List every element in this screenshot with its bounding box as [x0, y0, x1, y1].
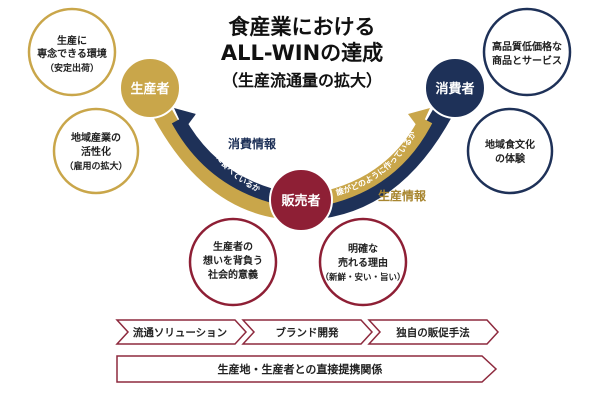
producer-benefit-1-sub: （安定出荷） — [45, 62, 99, 74]
chevron-1 — [115, 319, 248, 345]
consumer-node — [424, 57, 486, 119]
direct-partnership-bar — [116, 355, 498, 383]
producer-benefit-2-sub: （雇用の拡大） — [64, 160, 127, 172]
seller-label: 販売者 — [281, 193, 320, 209]
consumer-benefit-2-line-1: 地域食文化 — [485, 138, 535, 151]
chevron-3-label: 独自の販促手法 — [395, 326, 470, 339]
consumer-info-label: 消費情報 — [228, 136, 277, 151]
seller-benefit-circle-1 — [188, 217, 278, 307]
producer-node — [119, 57, 181, 119]
chevron-2 — [241, 319, 374, 345]
consumer-benefit-circle-1 — [482, 7, 572, 97]
seller-benefit-1-line-2: 想いを背負う — [202, 254, 263, 267]
seller-benefit-1-line-3: 社会的意義 — [207, 268, 258, 281]
producer-info-label: 生産情報 — [378, 188, 427, 203]
seller-benefit-1-line-1: 生産者の — [213, 240, 253, 253]
seller-node — [269, 168, 333, 232]
consumer-benefit-2-line-2: の体験 — [495, 152, 526, 165]
producer-benefit-1-line-2: 専念できる環境 — [37, 47, 107, 60]
title-line-3: （生産流通量の拡大） — [222, 71, 382, 90]
title-line-1: 食産業における — [229, 15, 376, 39]
chevron-2-label: ブランド開発 — [276, 326, 339, 339]
producer-label: 生産者 — [130, 81, 169, 97]
direct-partnership-label: 生産地・生産者との直接提携関係 — [218, 362, 383, 376]
chevron-3 — [367, 319, 500, 345]
seller-benefit-circle-2 — [318, 217, 408, 307]
seller-benefit-2-line-2: 売れる理由 — [338, 256, 388, 269]
seller-benefit-2-sub: （新鮮・安い・旨い） — [320, 272, 405, 283]
chevron-1-label: 流通ソリューション — [133, 326, 227, 339]
title-line-2: ALL-WINの達成 — [221, 41, 383, 65]
producer-info-arrow — [314, 116, 433, 207]
producer-benefit-circle-1 — [27, 7, 117, 97]
seller-benefit-2-line-1: 明確な — [348, 242, 378, 255]
producer-benefit-2-line-1: 地域産業の — [71, 131, 121, 144]
consumer-benefit-circle-2 — [466, 107, 554, 195]
consumer-benefit-1-line-2: 商品とサービス — [492, 54, 562, 67]
producer-benefit-circle-2 — [52, 107, 140, 195]
producer-benefit-2-line-2: 活性化 — [81, 145, 111, 158]
consumer-label: 消費者 — [435, 81, 474, 97]
consumer-benefit-1-line-1: 高品質低価格な — [492, 40, 562, 53]
producer-benefit-1-line-1: 生産に — [57, 34, 87, 47]
